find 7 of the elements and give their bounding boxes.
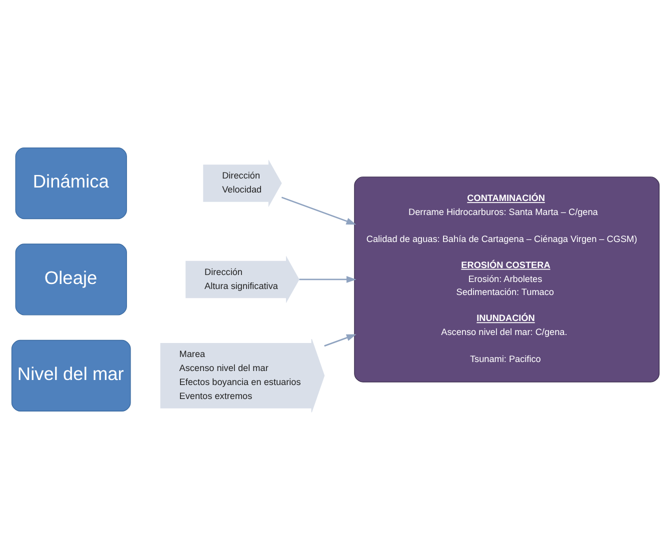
node-box: Dinámica <box>15 147 127 220</box>
arrow <box>299 276 356 283</box>
node-box: Nivel del mar <box>11 340 131 412</box>
node-box: Oleaje <box>15 244 127 316</box>
arrow <box>281 196 356 225</box>
node-box: CONTAMINACIÓN Derrame Hidrocarburos: Santa Marta – C/gena Calidad de aguas: Bahía de Cartagena – Ciénaga Virgen – CGSM) EROSIÓN COSTERA Erosión: Arboletes Sedimentación: Tumaco INUNDACIÓN Ascenso nivel del mar: C/gena. Tsunami: Pacifico <box>354 176 660 382</box>
arrow <box>324 334 356 347</box>
